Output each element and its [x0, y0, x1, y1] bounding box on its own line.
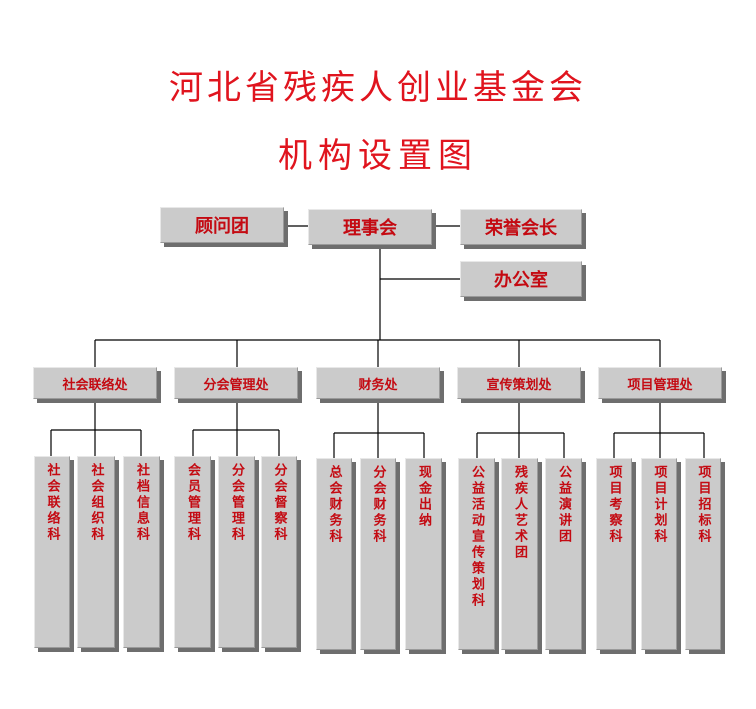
chart-subtitle: 机构设置图 [278, 136, 478, 176]
dept-box-social-liaison: 社会联络处 [33, 367, 157, 399]
honorary-president-box: 荣誉会长 [460, 209, 582, 245]
section-box: 项目计划科 [641, 458, 677, 650]
advisor-label: 顾问团 [195, 216, 249, 237]
section-box: 项目招标科 [685, 458, 721, 650]
section-box: 公益演讲团 [545, 458, 582, 650]
dept-box-project-management: 项目管理处 [598, 367, 722, 399]
council-label: 理事会 [343, 218, 397, 239]
section-box: 现金出纳 [405, 458, 442, 650]
section-box: 总会财务科 [316, 458, 352, 650]
section-label: 分会管理科 [229, 463, 244, 543]
chart-title: 河北省残疾人创业基金会 [169, 68, 587, 108]
dept-label: 财务处 [358, 377, 398, 393]
section-label: 总会财务科 [326, 465, 342, 545]
section-label: 社会组织科 [88, 463, 104, 543]
section-box: 社档信息科 [123, 456, 160, 648]
section-box: 分会财务科 [360, 458, 396, 650]
dept-box-branch-management: 分会管理处 [174, 367, 298, 399]
dept-label: 社会联络处 [62, 377, 128, 393]
section-label: 分会督察科 [271, 463, 287, 543]
section-label: 项目考察科 [606, 465, 622, 545]
section-label: 现金出纳 [416, 465, 431, 529]
advisor-box: 顾问团 [160, 207, 284, 243]
section-box: 分会管理科 [218, 456, 255, 648]
dept-label: 分会管理处 [203, 377, 269, 393]
dept-box-finance: 财务处 [316, 367, 440, 399]
council-box: 理事会 [308, 209, 432, 245]
section-label: 分会财务科 [370, 465, 386, 545]
dept-label: 宣传策划处 [486, 377, 552, 393]
section-label: 会员管理科 [185, 463, 200, 543]
section-label: 公益演讲团 [556, 465, 571, 545]
section-label: 残疾人艺术团 [512, 465, 527, 561]
office-label: 办公室 [494, 270, 548, 291]
section-label: 项目招标科 [695, 465, 711, 545]
section-box: 残疾人艺术团 [501, 458, 538, 650]
section-box: 分会督察科 [261, 456, 297, 648]
section-box: 项目考察科 [596, 458, 632, 650]
honorary-president-label: 荣誉会长 [485, 218, 557, 239]
section-label: 社档信息科 [134, 463, 149, 543]
section-label: 社会联络科 [44, 463, 60, 543]
office-box: 办公室 [460, 261, 582, 297]
section-label: 项目计划科 [651, 465, 667, 545]
section-label: 公益活动宣传策划科 [469, 465, 484, 609]
section-box: 会员管理科 [174, 456, 211, 648]
section-box: 社会联络科 [34, 456, 70, 648]
section-box: 公益活动宣传策划科 [458, 458, 495, 650]
section-box: 社会组织科 [77, 456, 115, 648]
dept-label: 项目管理处 [627, 377, 693, 393]
dept-box-publicity-planning: 宣传策划处 [457, 367, 581, 399]
